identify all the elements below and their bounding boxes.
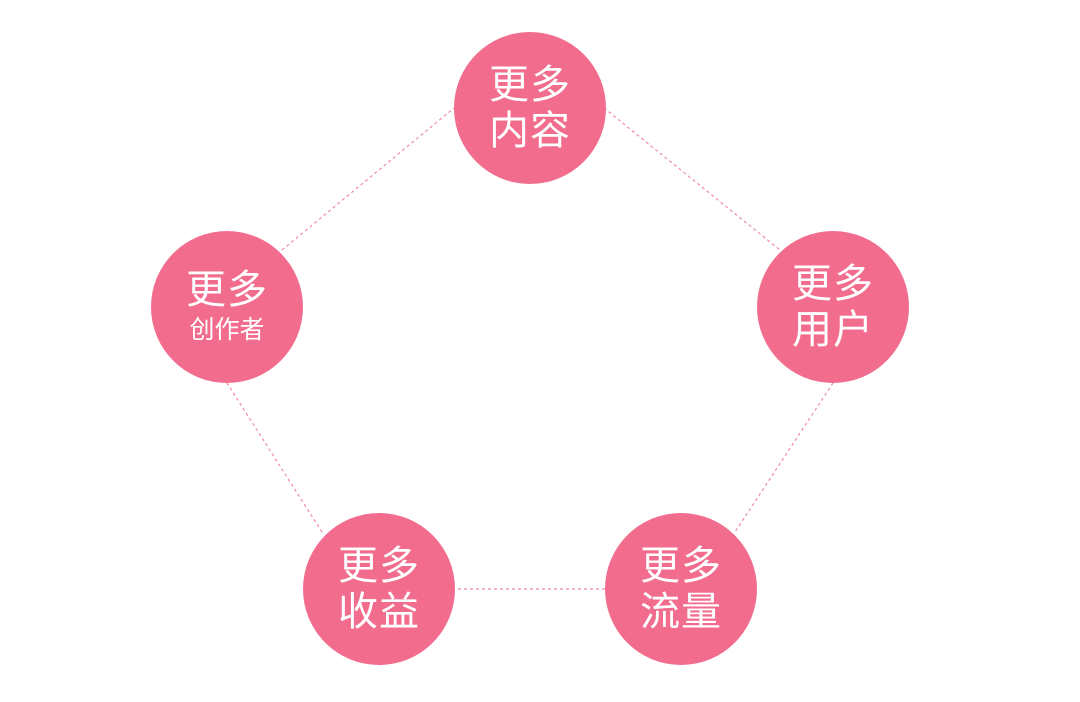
node-line2: 收益	[338, 589, 420, 635]
node-line1: 更多	[792, 261, 874, 307]
node-line1: 更多	[338, 543, 420, 589]
node-more-traffic: 更多 流量	[605, 513, 757, 665]
node-line1: 更多	[640, 543, 722, 589]
node-line2: 内容	[489, 108, 571, 154]
node-more-revenue: 更多 收益	[303, 513, 455, 665]
node-line2: 创作者	[189, 315, 265, 344]
node-line2: 流量	[640, 589, 722, 635]
connector-creators-content	[281, 107, 455, 251]
node-line1: 更多	[186, 267, 268, 313]
node-line2: 用户	[792, 307, 874, 353]
node-more-creators: 更多 创作者	[151, 231, 303, 383]
connector-revenue-creators	[226, 382, 323, 533]
connector-users-traffic	[734, 382, 834, 533]
connector-content-users	[603, 107, 781, 251]
node-more-users: 更多 用户	[757, 231, 909, 383]
node-line1: 更多	[489, 62, 571, 108]
node-more-content: 更多 内容	[454, 32, 606, 184]
